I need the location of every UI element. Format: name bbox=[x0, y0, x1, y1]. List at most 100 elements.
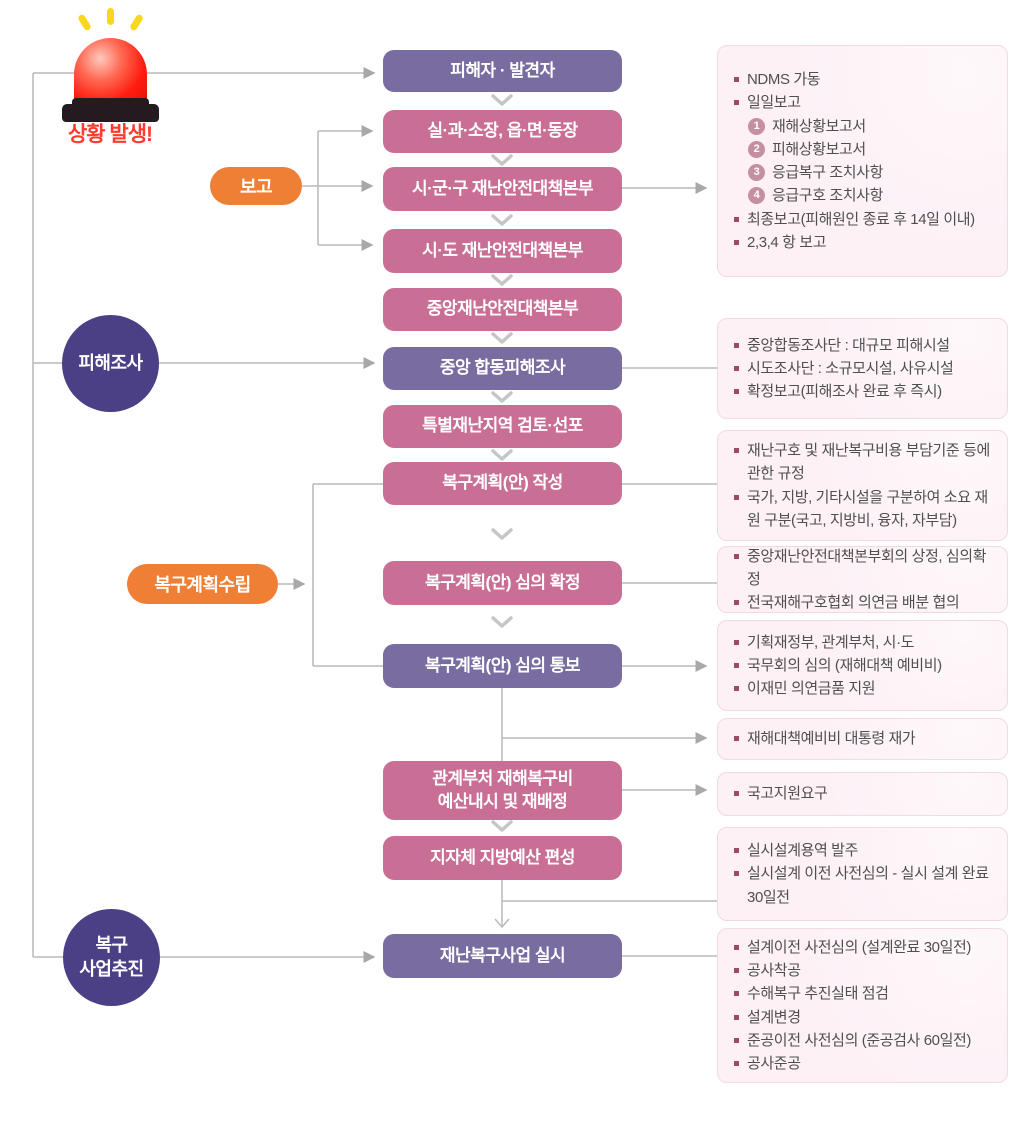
info-item: 설계변경 bbox=[732, 1006, 993, 1029]
info-item-text: 실시설계 이전 사전심의 - 실시 설계 완료 30일전 bbox=[747, 865, 989, 906]
info-item-text: 재해대책예비비 대통령 재가 bbox=[747, 730, 916, 748]
info-item: 국무회의 심의 (재해대책 예비비) bbox=[732, 654, 993, 677]
bullet-square-icon bbox=[734, 494, 739, 500]
info-item-text: 재해상황보고서 bbox=[772, 117, 866, 135]
flow-box-9: 복구계획(안) 심의 통보 bbox=[383, 644, 622, 688]
info-item: 3 응급복구 조치사항 bbox=[748, 161, 993, 184]
info-item-text: 재난구호 및 재난복구비용 부담기준 등에 관한 규정 bbox=[747, 442, 990, 483]
info-item: 1 재해상황보고서 bbox=[748, 115, 993, 138]
badge-report: 보고 bbox=[210, 167, 302, 205]
flow-box-11: 지자체 지방예산 편성 bbox=[383, 836, 622, 880]
info-item: 중앙재난안전대책본부회의 상정, 심의확정 bbox=[732, 545, 993, 592]
info-item: 공사준공 bbox=[732, 1052, 993, 1075]
flow-box-12: 재난복구사업 실시 bbox=[383, 934, 622, 978]
info-item-text: 기획재정부, 관계부처, 시·도 bbox=[747, 633, 915, 651]
info-item: 전국재해구호협회 의연금 배분 협의 bbox=[732, 591, 993, 614]
info-item: 이재민 의연금품 지원 bbox=[732, 677, 993, 700]
chevron-down-icons bbox=[491, 94, 513, 832]
flow-box-0: 피해자 · 발견자 bbox=[383, 50, 622, 92]
info-item-text: 시도조사단 : 소규모시설, 사유시설 bbox=[747, 359, 954, 377]
bullet-square-icon bbox=[734, 639, 739, 645]
info-item: 일일보고 bbox=[732, 91, 993, 114]
info-item: 기획재정부, 관계부처, 시·도 bbox=[732, 631, 993, 654]
bullet-square-icon bbox=[734, 1014, 739, 1020]
info-item-text: 일일보고 bbox=[747, 94, 801, 112]
info-item: 공사착공 bbox=[732, 959, 993, 982]
info-item: 최종보고(피해원인 종료 후 14일 이내) bbox=[732, 208, 993, 231]
info-item: 국고지원요구 bbox=[732, 782, 993, 805]
info-item: 2 피해상황보고서 bbox=[748, 138, 993, 161]
info-item: 2,3,4 항 보고 bbox=[732, 231, 993, 254]
info-item: 실시설계 이전 사전심의 - 실시 설계 완료 30일전 bbox=[732, 862, 993, 909]
info-item: 재난구호 및 재난복구비용 부담기준 등에 관한 규정 bbox=[732, 439, 993, 486]
number-badge: 2 bbox=[748, 140, 765, 158]
info-item-text: 국가, 지방, 기타시설을 구분하여 소요 재원 구분(국고, 지방비, 융자,… bbox=[747, 488, 988, 529]
bullet-square-icon bbox=[734, 848, 739, 854]
info-item: 시도조사단 : 소규모시설, 사유시설 bbox=[732, 357, 993, 380]
bullet-square-icon bbox=[734, 100, 739, 106]
info-item-text: 공사착공 bbox=[747, 962, 801, 979]
info-item-text: 피해상황보고서 bbox=[772, 140, 866, 158]
bullet-square-icon bbox=[734, 553, 739, 559]
siren-ray-icon bbox=[77, 13, 92, 32]
flow-box-4: 중앙재난안전대책본부 bbox=[383, 288, 622, 331]
info-item: 준공이전 사전심의 (준공검사 60일전) bbox=[732, 1029, 993, 1052]
info-item-text: 준공이전 사전심의 (준공검사 60일전) bbox=[747, 1031, 971, 1049]
bullet-square-icon bbox=[734, 342, 739, 348]
flow-box-3: 시·도 재난안전대책본부 bbox=[383, 229, 622, 273]
info-item-text: 국고지원요구 bbox=[747, 785, 828, 803]
bullet-square-icon bbox=[734, 968, 739, 973]
bullet-square-icon bbox=[734, 1037, 739, 1043]
alert-label: 상황 발생! bbox=[67, 123, 153, 146]
info-item-text: 응급복구 조치사항 bbox=[772, 164, 883, 181]
bullet-square-icon bbox=[734, 389, 739, 395]
bullet-square-icon bbox=[734, 600, 739, 606]
bullet-square-icon bbox=[734, 944, 739, 950]
bullet-square-icon bbox=[734, 1061, 739, 1066]
flow-box-5: 중앙 합동피해조사 bbox=[383, 347, 622, 390]
stage-circle-recovery-project: 복구 사업추진 bbox=[63, 909, 160, 1006]
flow-box-7: 복구계획(안) 작성 bbox=[383, 462, 622, 505]
bullet-square-icon bbox=[734, 239, 739, 245]
info-item-text: 실시설계용역 발주 bbox=[747, 842, 858, 860]
info-item-text: NDMS 가동 bbox=[747, 71, 821, 88]
bullet-square-icon bbox=[734, 736, 739, 742]
bullet-square-icon bbox=[734, 662, 739, 668]
bullet-square-icon bbox=[734, 791, 739, 797]
bullet-square-icon bbox=[734, 77, 739, 82]
flow-box-8: 복구계획(안) 심의 확정 bbox=[383, 561, 622, 605]
info-panel-6: 국고지원요구 bbox=[717, 772, 1008, 816]
number-badge: 3 bbox=[748, 164, 765, 181]
siren-ray-icon bbox=[107, 8, 114, 25]
bullet-square-icon bbox=[734, 216, 739, 222]
info-item: 수해복구 추진실태 점검 bbox=[732, 982, 993, 1005]
info-item: 국가, 지방, 기타시설을 구분하여 소요 재원 구분(국고, 지방비, 융자,… bbox=[732, 486, 993, 533]
info-item-text: 전국재해구호협회 의연금 배분 협의 bbox=[747, 594, 960, 612]
flow-box-6: 특별재난지역 검토·선포 bbox=[383, 405, 622, 448]
info-item-text: 확정보고(피해조사 완료 후 즉시) bbox=[747, 383, 942, 401]
info-item-text: 중앙합동조사단 : 대규모 피해시설 bbox=[747, 336, 950, 354]
info-item: 실시설계용역 발주 bbox=[732, 839, 993, 862]
bullet-square-icon bbox=[734, 871, 739, 877]
bullet-square-icon bbox=[734, 686, 739, 692]
bullet-square-icon bbox=[734, 448, 739, 453]
info-item-text: 설계이전 사전심의 (설계완료 30일전) bbox=[747, 938, 971, 956]
info-item: 설계이전 사전심의 (설계완료 30일전) bbox=[732, 936, 993, 959]
info-item-text: 2,3,4 항 보고 bbox=[747, 233, 827, 251]
info-item-text: 공사준공 bbox=[747, 1055, 801, 1072]
siren-base bbox=[62, 98, 159, 122]
siren-ray-icon bbox=[129, 13, 144, 32]
info-item: NDMS 가동 bbox=[732, 68, 993, 91]
badge-recovery-plan: 복구계획수립 bbox=[127, 564, 278, 604]
number-badge: 4 bbox=[748, 187, 765, 205]
flow-box-10: 관계부처 재해복구비 예산내시 및 재배정 bbox=[383, 761, 622, 820]
info-panel-5: 재해대책예비비 대통령 재가 bbox=[717, 718, 1008, 760]
info-item-text: 최종보고(피해원인 종료 후 14일 이내) bbox=[747, 210, 975, 228]
number-badge: 1 bbox=[748, 117, 765, 135]
